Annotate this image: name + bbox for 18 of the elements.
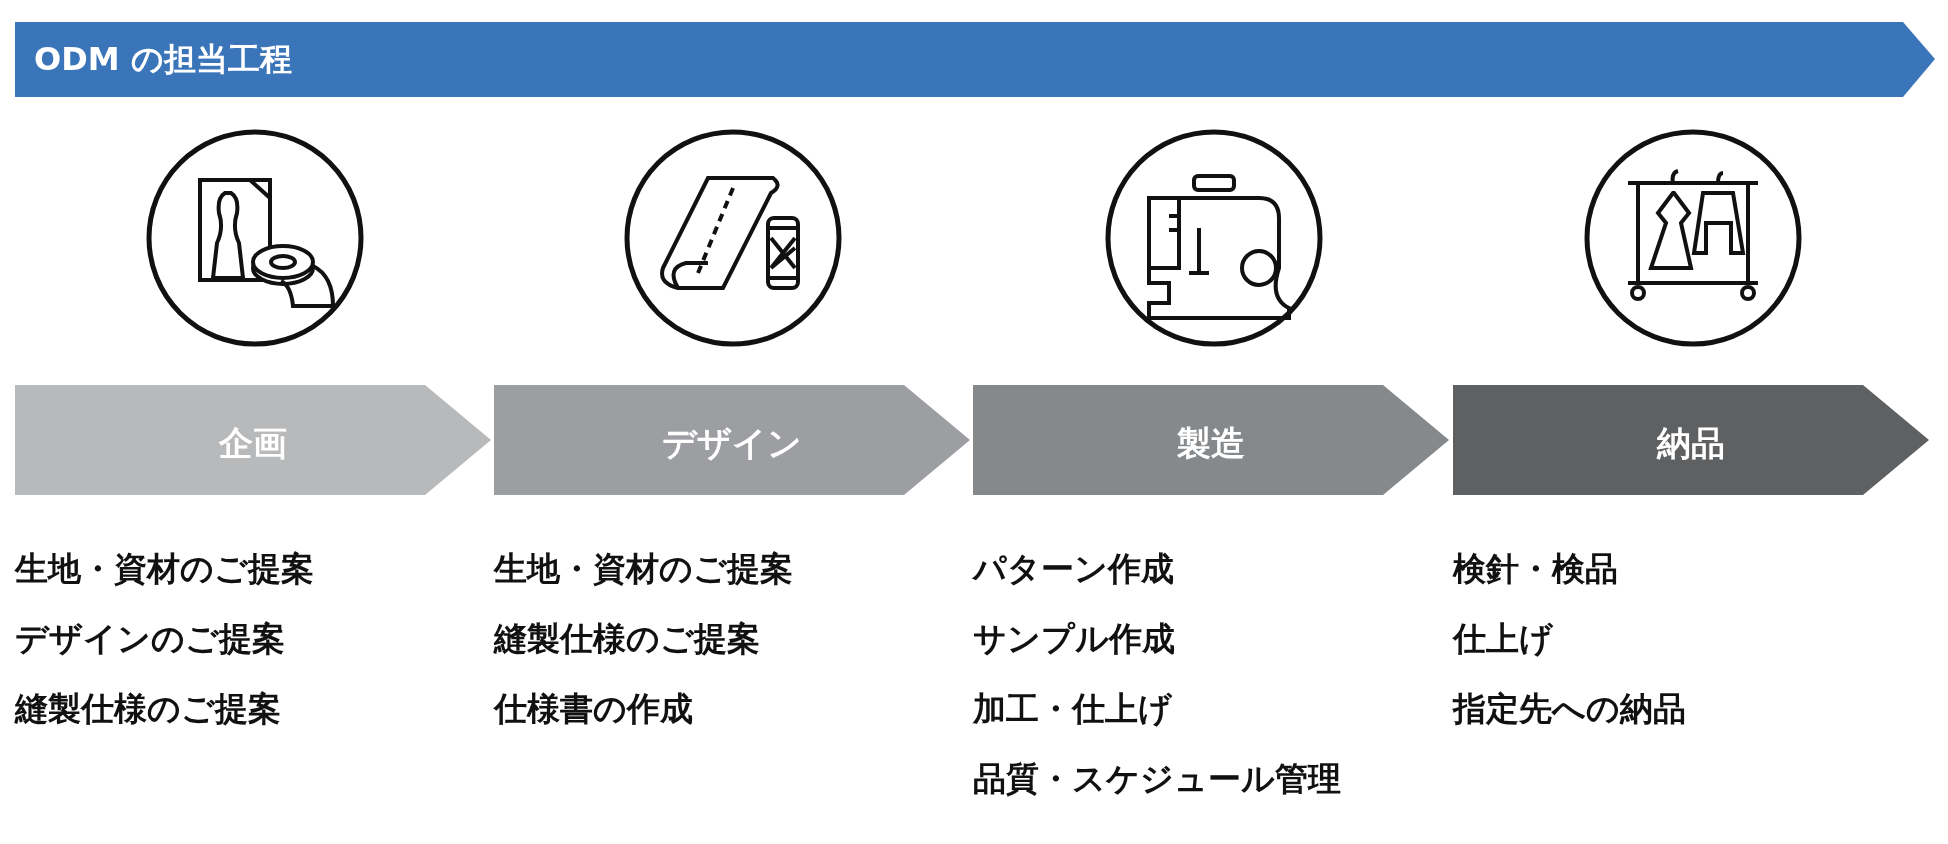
diagram-title: ODM の担当工程 <box>34 39 292 80</box>
step-label: 企画 <box>219 422 287 463</box>
task-text: 生地・資材のご提案 <box>494 549 793 589</box>
task-text: デザインのご提案 <box>15 619 285 659</box>
step-label: デザイン <box>662 422 802 463</box>
task-text: 品質・スケジュール管理 <box>973 759 1341 799</box>
task-text: 検針・検品 <box>1453 549 1618 589</box>
task-text: 縫製仕様のご提案 <box>494 619 760 659</box>
task-text: パターン作成 <box>973 549 1174 589</box>
task-text: サンプル作成 <box>973 619 1175 659</box>
task-text: 縫製仕様のご提案 <box>15 689 281 729</box>
step-label: 製造 <box>1177 422 1245 463</box>
step-label: 納品 <box>1657 422 1725 463</box>
task-text: 指定先への納品 <box>1453 689 1686 729</box>
task-text: 仕様書の作成 <box>494 689 693 729</box>
task-text: 仕上げ <box>1453 619 1553 659</box>
task-text: 生地・資材のご提案 <box>15 549 314 589</box>
task-text: 加工・仕上げ <box>973 689 1172 729</box>
